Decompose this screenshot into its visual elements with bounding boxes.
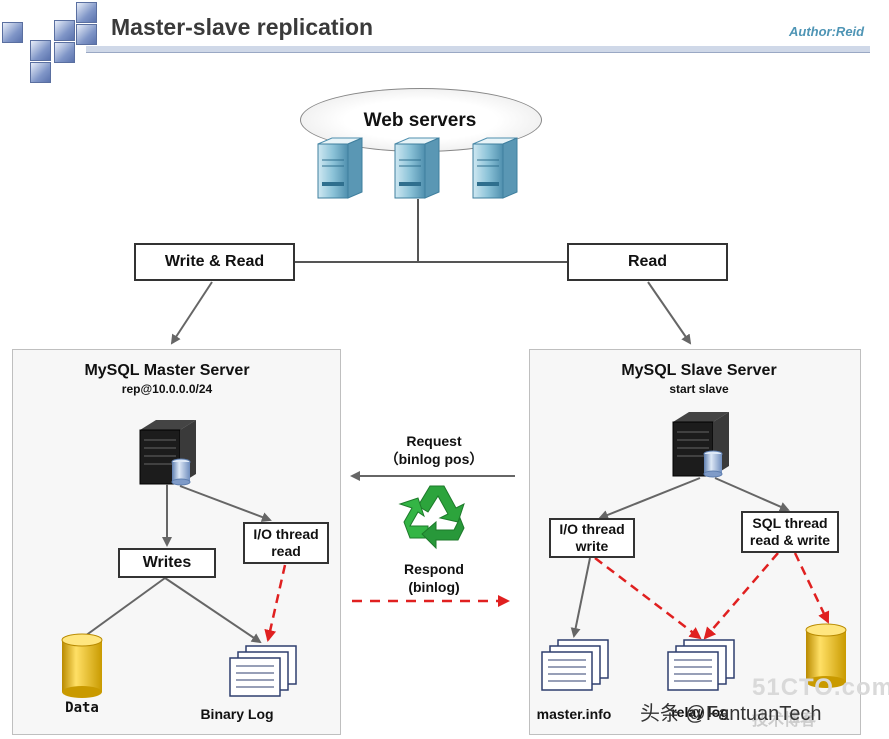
master-io-thread-line1: I/O thread	[253, 526, 319, 542]
respond-line2: (binlog)	[408, 579, 460, 595]
web-servers-label: Web servers	[363, 110, 477, 131]
data-database-icon	[61, 633, 103, 698]
server-icon	[317, 137, 363, 199]
logo-square	[30, 40, 51, 61]
slave-title: MySQL Slave Server	[621, 362, 777, 379]
logo-square	[2, 22, 23, 43]
relay-log-icon	[667, 639, 735, 691]
server-icon	[394, 137, 440, 199]
page-title: Master-slave replication	[111, 14, 374, 40]
master-info-label: master.info	[536, 706, 612, 722]
site-watermark: 51CTO.com	[752, 674, 889, 701]
slave-io-thread-box: I/O thread write	[549, 518, 635, 558]
logo-square	[54, 20, 75, 41]
sql-thread-box: SQL thread read & write	[741, 511, 839, 553]
request-line2: （binlog pos）	[384, 451, 484, 467]
title-underline	[86, 46, 870, 53]
relay-log-label: relay log	[671, 704, 729, 720]
request-line1: Request	[406, 433, 462, 449]
binary-log-icon	[229, 645, 297, 697]
slave-io-thread-line1: I/O thread	[559, 521, 625, 537]
read-box: Read	[567, 243, 728, 281]
slave-subtitle: start slave	[669, 382, 729, 396]
writes-box: Writes	[118, 548, 216, 578]
slave-io-thread-line2: write	[575, 538, 609, 554]
logo-square	[54, 42, 75, 63]
writes-label: Writes	[142, 554, 192, 571]
slave-server-icon	[672, 412, 729, 478]
master-title: MySQL Master Server	[84, 362, 250, 379]
logo-square	[76, 24, 97, 45]
master-info-icon	[541, 639, 609, 691]
respond-line1: Respond	[404, 561, 464, 577]
write-read-box: Write & Read	[134, 243, 295, 281]
sql-thread-line2: read & write	[749, 532, 831, 548]
data-label: Data	[65, 700, 99, 716]
master-io-thread-box: I/O thread read	[243, 522, 329, 564]
logo-square	[30, 62, 51, 83]
binary-log-label: Binary Log	[200, 706, 274, 722]
master-server-icon	[139, 420, 196, 486]
slave-database-icon	[805, 623, 847, 688]
logo-square	[76, 2, 97, 23]
handle-watermark: 头条 @FantuanTech	[640, 703, 822, 725]
request-label: Request （binlog pos）	[360, 432, 508, 468]
server-icon	[472, 137, 518, 199]
respond-label: Respond (binlog)	[360, 560, 508, 596]
sql-thread-line1: SQL thread	[752, 515, 828, 531]
author-label: Author:Reid	[789, 24, 865, 39]
recycle-icon	[398, 485, 465, 550]
master-subtitle: rep@10.0.0.0/24	[121, 382, 213, 396]
site-watermark-sub: 技术博客	[752, 712, 817, 729]
master-io-thread-line2: read	[271, 543, 301, 559]
